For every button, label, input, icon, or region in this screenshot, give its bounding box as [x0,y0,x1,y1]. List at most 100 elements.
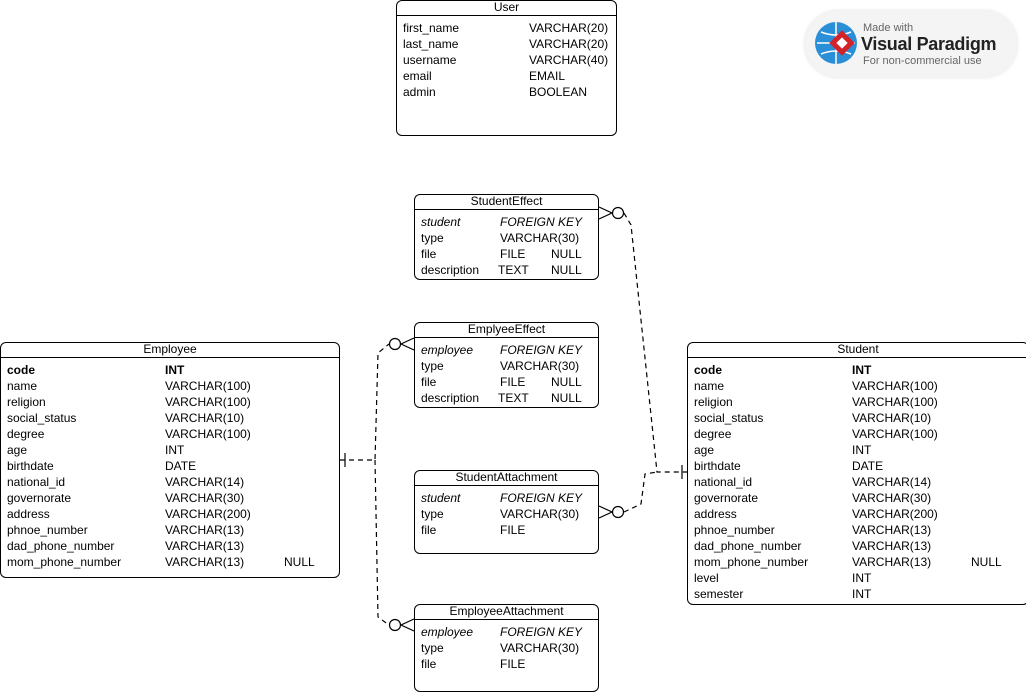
field-type: FOREIGN KEY [500,343,583,357]
employee-attachment-zero-many [388,618,415,632]
field-type: EMAIL [529,69,566,83]
field-type: VARCHAR(13) [165,539,245,553]
field-name: religion [694,395,733,409]
field-name: phnoe_number [694,523,775,537]
field-name: username [403,53,457,67]
badge-usage-note: For non-commercial use [863,55,982,67]
field-name: social_status [694,411,764,425]
field-type: FOREIGN KEY [500,215,583,229]
field-type: VARCHAR(30) [500,231,580,245]
field-type: FILE [500,375,526,389]
entity-employee-attachment[interactable]: EmployeeAttachment employee FOREIGN KEY ty… [414,604,599,692]
field-name: national_id [7,475,66,489]
field-name: religion [7,395,46,409]
field-name: type [421,359,444,373]
employee-relationship-line [340,343,390,461]
entity-title: StudentEffect [415,195,598,210]
field-type: VARCHAR(10) [165,411,245,425]
entity-title: Student [688,343,1026,358]
field-type: INT [852,571,872,585]
field-type: VARCHAR(30) [500,641,580,655]
field-type: VARCHAR(20) [529,21,609,35]
employee-attachment-relationship-line [374,459,390,626]
field-type: VARCHAR(13) [852,539,932,553]
field-name: file [421,523,437,537]
field-name: social_status [7,411,77,425]
field-name: age [7,443,28,457]
field-type: VARCHAR(100) [852,379,938,393]
field-name: email [403,69,432,83]
field-type: INT [165,443,185,457]
field-type: TEXT [498,263,529,277]
field-name: mom_phone_number [694,555,809,569]
field-type: VARCHAR(13) [165,555,245,569]
field-type: VARCHAR(30) [165,491,245,505]
field-type: INT [852,443,872,457]
field-type: VARCHAR(13) [852,523,932,537]
field-type: VARCHAR(100) [852,395,938,409]
field-name: national_id [694,475,753,489]
field-name: address [694,507,737,521]
field-name: address [7,507,50,521]
field-name: dad_phone_number [7,539,115,553]
field-name: type [421,641,444,655]
field-type: INT [852,587,872,601]
field-name: age [694,443,715,457]
field-name: type [421,507,444,521]
field-type: VARCHAR(200) [165,507,251,521]
field-name: admin [403,85,436,99]
employee-effect-zero-many [388,337,415,351]
field-name: mom_phone_number [7,555,122,569]
field-type: VARCHAR(30) [852,491,932,505]
field-name: governorate [694,491,759,505]
field-name: name [7,379,38,393]
field-name: phnoe_number [7,523,88,537]
field-name: birthdate [7,459,54,473]
field-name: code [694,363,723,377]
field-type: FOREIGN KEY [500,625,583,639]
field-name: student [421,491,461,505]
visual-paradigm-badge: Made with Visual Paradigm For non-commer… [805,11,1017,77]
field-name: type [421,231,444,245]
field-type: VARCHAR(40) [529,53,609,67]
field-name: level [694,571,719,585]
field-type: VARCHAR(30) [500,507,580,521]
field-type: VARCHAR(100) [165,427,251,441]
field-nullable: NULL [551,263,582,277]
field-type: FOREIGN KEY [500,491,583,505]
field-name: file [421,657,437,671]
student-effect-relationship-line [623,212,688,473]
student-effect-zero-many [598,206,625,220]
field-name: file [421,375,437,389]
field-name: employee [421,343,474,357]
field-nullable: NULL [551,391,582,405]
field-name: birthdate [694,459,741,473]
field-type: DATE [165,459,197,473]
field-type: VARCHAR(200) [852,507,938,521]
field-name: file [421,247,437,261]
badge-made-with: Made with [863,22,914,34]
field-name: first_name [403,21,460,35]
field-name: description [421,263,480,277]
field-name: code [7,363,36,377]
field-type: VARCHAR(100) [852,427,938,441]
entity-title: EmployeeAttachment [415,605,598,620]
field-type: BOOLEAN [529,85,588,99]
field-type: FILE [500,247,526,261]
entity-title: EmplyeeEffect [415,323,598,338]
student-attachment-relationship-line [623,471,658,513]
field-type: FILE [500,523,526,537]
field-name: degree [694,427,732,441]
field-name: employee [421,625,474,639]
field-type: VARCHAR(14) [852,475,932,489]
field-nullable: NULL [971,555,1002,569]
field-type: VARCHAR(100) [165,379,251,393]
field-type: DATE [852,459,884,473]
